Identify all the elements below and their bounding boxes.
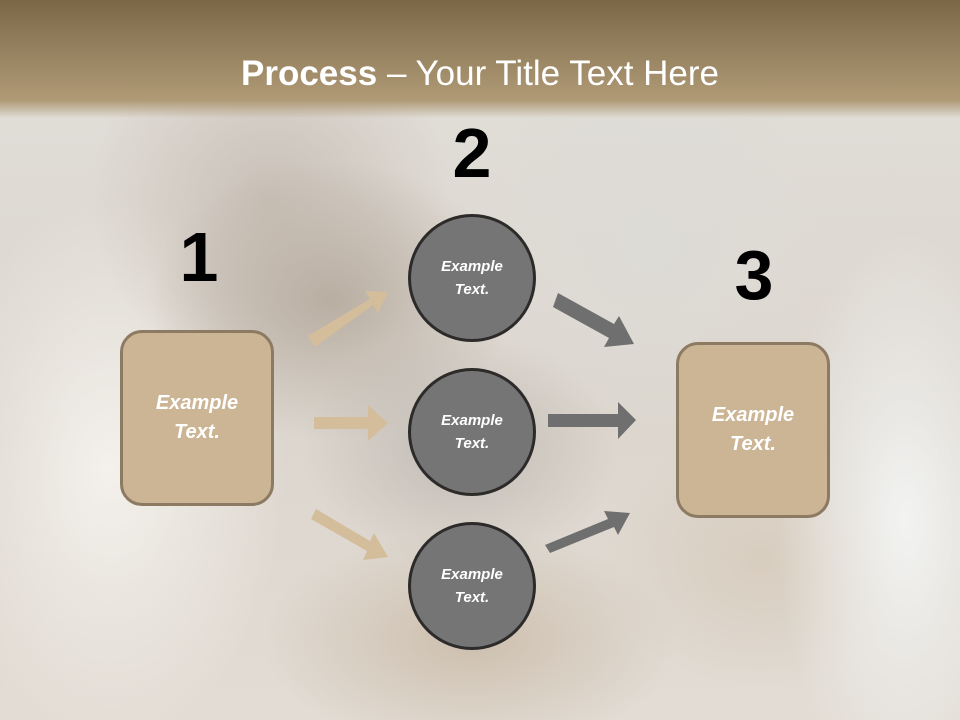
step-3-text-line1: Example: [711, 404, 795, 426]
slide-title: Process – Your Title Text Here: [0, 50, 960, 98]
arrow-right-icon: [314, 405, 388, 441]
circle-bottom-text-line1: Example: [441, 566, 503, 583]
right-arrows: [545, 293, 636, 553]
title-rest: – Your Title Text Here: [377, 54, 719, 93]
arrow-up-right-icon: [545, 511, 630, 553]
arrow-up-right-icon: [308, 291, 388, 347]
arrow-down-right-icon: [553, 293, 634, 347]
step-number-1: 1: [179, 218, 219, 296]
step-1-box[interactable]: Example Text.: [120, 330, 274, 506]
step-number-2: 2: [452, 114, 492, 192]
circle-middle-text-line1: Example: [441, 412, 503, 429]
step-2-circle-top[interactable]: Example Text.: [408, 214, 536, 342]
circle-top-text-line2: Text.: [454, 281, 490, 298]
arrow-down-right-icon: [311, 509, 388, 560]
step-number-3: 3: [734, 236, 774, 314]
circle-top-text-line1: Example: [441, 258, 503, 275]
step-1-text-line1: Example: [155, 392, 239, 414]
title-bar: [0, 0, 960, 118]
step-3-text-line2: Text.: [730, 433, 776, 455]
arrow-right-icon: [548, 402, 636, 439]
left-arrows: [308, 291, 388, 560]
step-3-box[interactable]: Example Text.: [676, 342, 830, 518]
circle-middle-text-line2: Text.: [454, 435, 490, 452]
step-2-circle-middle[interactable]: Example Text.: [408, 368, 536, 496]
title-bold: Process: [241, 54, 378, 93]
step-1-text-line2: Text.: [174, 421, 220, 443]
step-2-circle-bottom[interactable]: Example Text.: [408, 522, 536, 650]
circle-bottom-text-line2: Text.: [454, 589, 490, 606]
